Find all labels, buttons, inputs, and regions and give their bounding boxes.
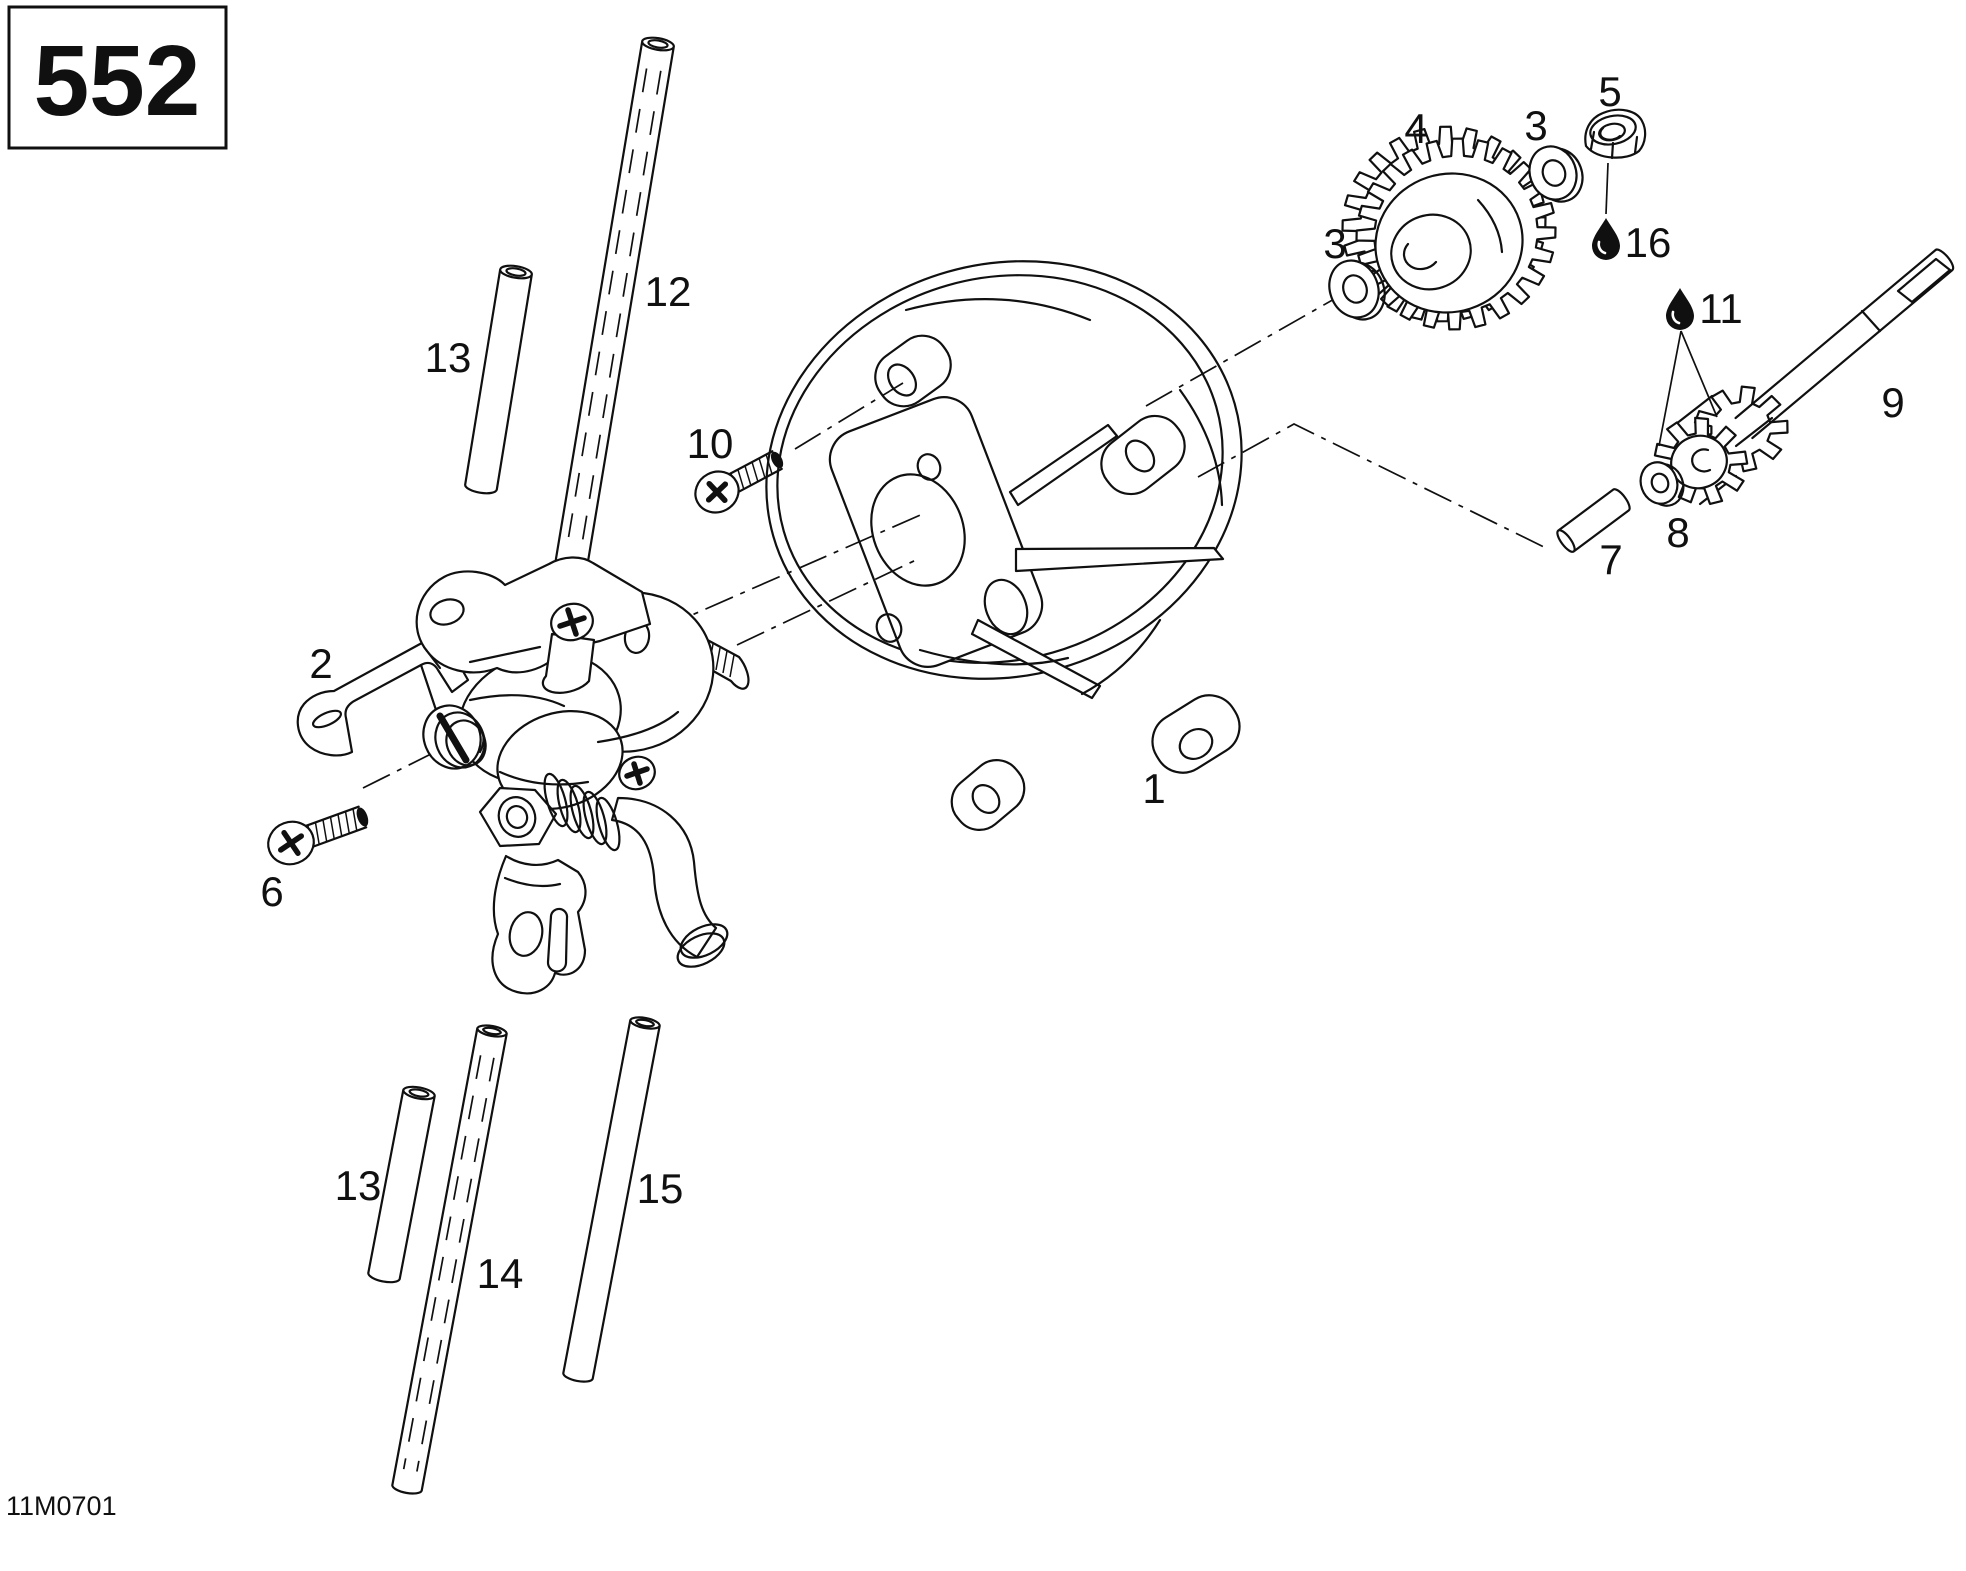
callout-5-nut: 5 xyxy=(1598,68,1621,115)
callout-3-washer-outer: 3 xyxy=(1524,102,1547,149)
pump-lever xyxy=(415,556,652,674)
callout-3-washer-inner: 3 xyxy=(1323,220,1346,267)
model-box: 552 xyxy=(7,5,228,150)
part-screw-10 xyxy=(694,450,784,514)
pump-banjo-fitting xyxy=(478,772,621,852)
cover-ear-right xyxy=(1100,414,1186,496)
pump-pivot-screw xyxy=(541,602,596,694)
callout-12-hose: 12 xyxy=(645,268,692,315)
part-washer-3-inner xyxy=(1328,259,1386,321)
callout-14-hose: 14 xyxy=(477,1250,524,1297)
pump-adjuster-screw xyxy=(422,704,487,770)
part-hose-13-upper xyxy=(464,264,533,495)
part-hose-14 xyxy=(391,1024,508,1495)
callout-9-shaft: 9 xyxy=(1881,379,1904,426)
oil-drop-icon xyxy=(1666,288,1694,330)
part-pump-shaft xyxy=(1734,248,1955,440)
callout-7-pin: 7 xyxy=(1599,536,1622,583)
callout-8-washer: 8 xyxy=(1666,509,1689,556)
callout-13-hose-upper: 13 xyxy=(425,334,472,381)
part-hose-13-lower xyxy=(367,1085,436,1284)
callout-2-bracket: 2 xyxy=(309,640,332,687)
shaft-key-flat xyxy=(1896,257,1952,304)
oil-drop-icon xyxy=(1592,218,1620,260)
leader-line-11 xyxy=(1658,330,1718,447)
callout-13-hose-lower: 13 xyxy=(335,1162,382,1209)
callout-6-screw: 6 xyxy=(260,868,283,915)
callout-15-hose: 15 xyxy=(637,1165,684,1212)
pump-side-screw xyxy=(618,755,656,791)
part-hose-15 xyxy=(562,1016,661,1383)
cover-flange xyxy=(828,396,1044,668)
callout-labels: 1 2 3 3 4 5 6 7 8 9 10 11 12 13 13 14 15… xyxy=(260,68,1904,1297)
callout-11-oil-point: 11 xyxy=(1699,285,1743,332)
cover-ear-bottom-right xyxy=(1151,694,1241,774)
document-code: 11M0701 xyxy=(6,1491,117,1521)
part-screw-6 xyxy=(267,805,369,866)
part-lock-nut xyxy=(1584,108,1647,160)
part-washer-3-outer xyxy=(1528,145,1584,203)
part-pump-pinion xyxy=(1653,385,1789,506)
part-pump-cover xyxy=(765,260,1243,831)
pump-lower-tab xyxy=(491,854,587,995)
model-number: 552 xyxy=(34,25,201,137)
callout-1-cover: 1 xyxy=(1142,765,1165,812)
part-washer-8 xyxy=(1639,461,1685,507)
pump-outlet-elbow xyxy=(610,796,718,959)
callout-10-screw: 10 xyxy=(687,420,734,467)
part-drive-gear xyxy=(1341,125,1557,331)
part-dowel-pin-7 xyxy=(1556,488,1631,553)
shaft-step-line xyxy=(1860,309,1882,333)
callout-4-gear: 4 xyxy=(1404,105,1427,152)
leader-line-16 xyxy=(1605,162,1609,215)
part-oil-pump xyxy=(415,556,750,995)
cover-ear-bottom xyxy=(950,759,1026,831)
callout-16-oil-point: 16 xyxy=(1625,219,1672,266)
